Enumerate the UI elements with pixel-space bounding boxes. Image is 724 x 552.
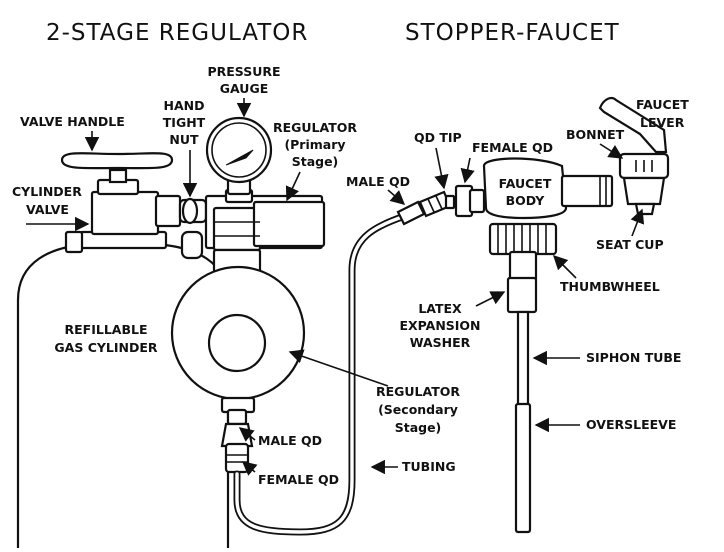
label-faucet-lever-1: FAUCET — [636, 97, 689, 112]
arrow-male-qd-lower — [238, 427, 256, 442]
label-gas-cylinder-1: REFILLABLE — [65, 322, 148, 337]
label-faucet-lever-2: LEVER — [640, 115, 685, 130]
label-hand-tight-nut-3: NUT — [169, 132, 199, 147]
label-faucet-body-2: BODY — [506, 193, 546, 208]
seat-cup — [634, 202, 656, 216]
label-male-qd-upper: MALE QD — [346, 174, 410, 189]
arrow-female-qd-upper — [460, 157, 475, 184]
label-qd-tip: QD TIP — [414, 130, 462, 145]
male-qd-upper[interactable] — [396, 190, 456, 226]
label-regulator-secondary-3: Stage) — [395, 420, 442, 435]
label-bonnet: BONNET — [566, 127, 625, 142]
label-latex-washer-2: EXPANSION — [399, 318, 480, 333]
arrow-bonnet — [599, 143, 624, 159]
label-pressure-gauge-1: PRESSURE — [207, 64, 280, 79]
label-seat-cup: SEAT CUP — [596, 237, 664, 252]
label-gas-cylinder-2: GAS CYLINDER — [54, 340, 158, 355]
latex-expansion-washer — [506, 276, 538, 314]
label-pressure-gauge-2: GAUGE — [220, 81, 269, 96]
arrow-latex-washer — [475, 291, 506, 307]
label-latex-washer-1: LATEX — [418, 301, 462, 316]
female-qd-upper[interactable] — [454, 184, 486, 218]
label-faucet-body-1: FAUCET — [499, 176, 552, 191]
faucet-body — [482, 157, 614, 220]
label-oversleeve: OVERSLEEVE — [586, 417, 676, 432]
arrow-male-qd-upper — [387, 189, 406, 205]
cylinder-valve — [64, 178, 182, 254]
label-female-qd-lower: FEMALE QD — [258, 472, 339, 487]
arrow-regulator-primary — [285, 171, 301, 202]
regulator-title: 2-STAGE REGULATOR — [46, 20, 308, 46]
hand-tight-nut[interactable] — [178, 197, 208, 260]
valve-handle[interactable] — [60, 152, 174, 184]
label-cylinder-valve-2: VALVE — [26, 202, 69, 217]
oversleeve — [514, 402, 532, 534]
label-latex-washer-3: WASHER — [410, 335, 471, 350]
arrow-female-qd-lower — [241, 461, 258, 476]
label-regulator-secondary-1: REGULATOR — [376, 384, 460, 399]
pressure-gauge — [205, 116, 273, 196]
label-male-qd-lower: MALE QD — [258, 433, 322, 448]
label-hand-tight-nut-2: TIGHT — [163, 115, 206, 130]
label-thumbwheel: THUMBWHEEL — [560, 279, 660, 294]
faucet-title: STOPPER-FAUCET — [405, 20, 620, 46]
label-regulator-primary-2: (Primary — [284, 137, 345, 152]
faucet-lever[interactable] — [598, 97, 668, 154]
label-valve-handle: VALVE HANDLE — [20, 114, 125, 129]
thumbwheel[interactable] — [488, 222, 558, 282]
arrow-seat-cup — [630, 208, 645, 237]
faucet-bonnet — [618, 152, 670, 206]
label-regulator-primary-3: Stage) — [292, 154, 339, 169]
label-tubing: TUBING — [402, 459, 456, 474]
arrow-thumbwheel — [552, 254, 577, 279]
label-female-qd-upper: FEMALE QD — [472, 140, 553, 155]
leader-arrows — [26, 98, 645, 476]
tubing — [233, 212, 409, 536]
label-regulator-primary-1: REGULATOR — [273, 120, 357, 135]
label-cylinder-valve-1: CYLINDER — [12, 184, 82, 199]
arrow-qd-tip — [434, 147, 449, 190]
regulator-primary — [204, 188, 326, 252]
label-regulator-secondary-2: (Secondary — [378, 402, 458, 417]
label-siphon-tube: SIPHON TUBE — [586, 350, 681, 365]
label-hand-tight-nut-1: HAND — [164, 98, 205, 113]
arrow-regulator-secondary — [288, 349, 389, 387]
female-qd-lower[interactable] — [224, 442, 250, 474]
